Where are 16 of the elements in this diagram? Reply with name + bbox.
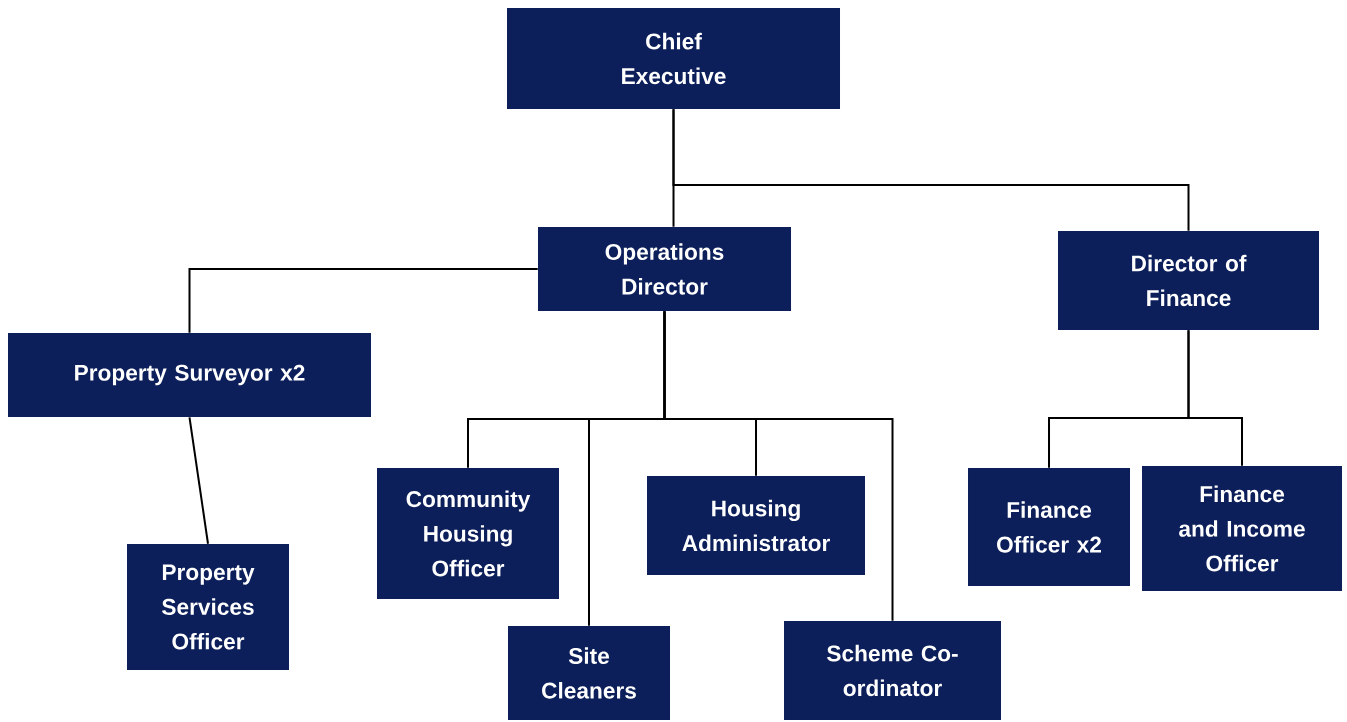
- role-box: Finance and Income Officer: [1142, 466, 1342, 591]
- role-box: Director of Finance: [1058, 231, 1319, 330]
- role-box: Chief Executive: [507, 8, 840, 109]
- role-box: Property Services Officer: [127, 544, 289, 670]
- role-box: Community Housing Officer: [377, 468, 559, 599]
- role-box: Site Cleaners: [508, 626, 670, 720]
- role-box: Housing Administrator: [647, 476, 865, 575]
- role-box: Property Surveyor x2: [8, 333, 371, 417]
- connector-line: [188, 268, 539, 334]
- connector-line: [1187, 329, 1243, 467]
- connector-line: [663, 310, 894, 622]
- role-box: Scheme Co-ordinator: [784, 621, 1001, 720]
- connector-line: [672, 108, 1190, 232]
- connector-line: [188, 416, 209, 545]
- role-box: Finance Officer x2: [968, 468, 1130, 586]
- role-box: Operations Director: [538, 227, 791, 311]
